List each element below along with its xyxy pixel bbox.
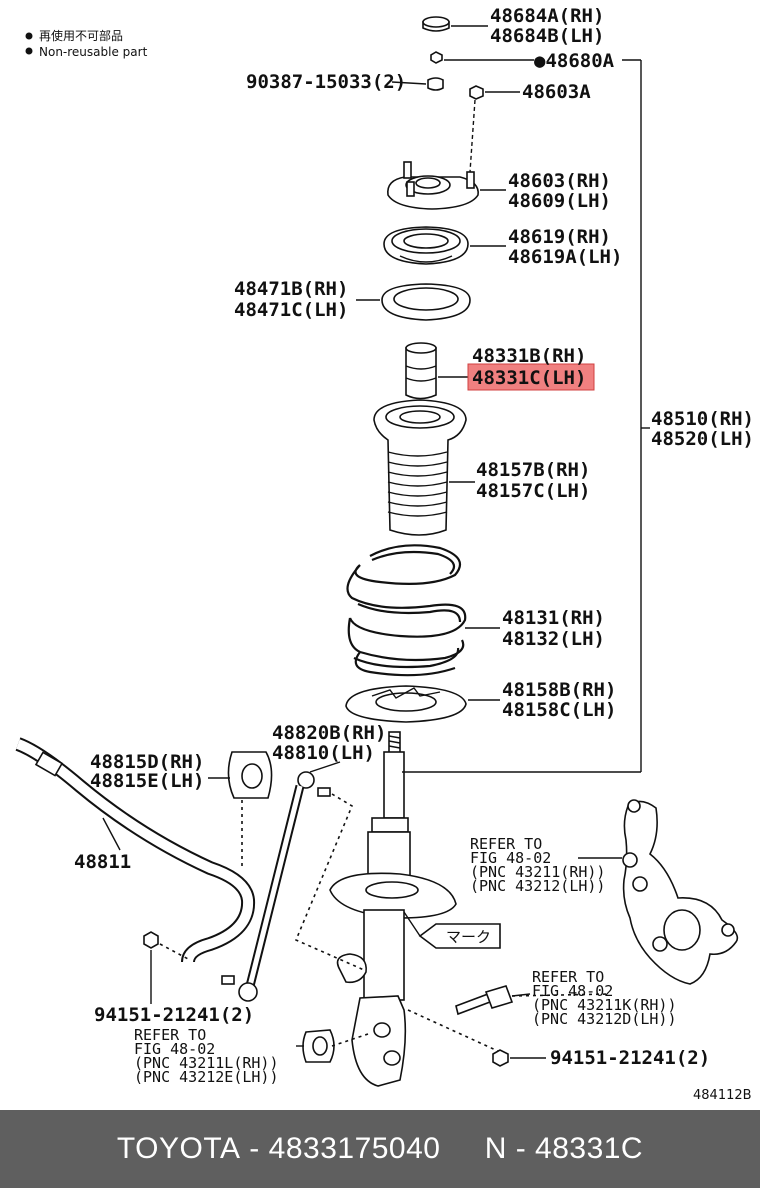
label-48158c: 48158C(LH) bbox=[502, 699, 616, 721]
stabilizer-bar-part bbox=[15, 737, 256, 963]
legend-english: Non-reusable part bbox=[39, 45, 148, 59]
small-nut-part bbox=[469, 85, 520, 173]
label-48603: 48603(RH) bbox=[508, 170, 611, 192]
label-48820b: 48820B(RH) bbox=[272, 722, 386, 744]
label-48684b: 48684B(LH) bbox=[490, 25, 604, 47]
collar-part bbox=[391, 77, 444, 91]
label-48684a: 48684A(RH) bbox=[490, 5, 604, 27]
dust-boot-part bbox=[373, 399, 475, 536]
footer-gap bbox=[441, 1132, 485, 1166]
upper-support-part bbox=[387, 161, 506, 210]
ref3-line1: REFER TO bbox=[134, 1026, 206, 1044]
footer-ref-number: N - 48331C bbox=[484, 1132, 644, 1165]
footer-sep: - bbox=[240, 1132, 269, 1165]
shock-absorber-part bbox=[329, 731, 641, 1087]
label-48331c: 48331C(LH) bbox=[472, 367, 586, 389]
label-94151-left: 94151-21241(2) bbox=[94, 1004, 254, 1026]
part-info-footer: TOYOTA - 4833175040 N - 48331C bbox=[0, 1110, 760, 1188]
label-48811: 48811 bbox=[74, 851, 131, 873]
footer-brand: TOYOTA bbox=[116, 1132, 241, 1165]
label-48331b: 48331B(RH) bbox=[472, 345, 586, 367]
steering-knuckle-part bbox=[578, 799, 739, 985]
label-48609: 48609(LH) bbox=[508, 190, 611, 212]
highlight-box bbox=[467, 363, 595, 391]
mark-tag: マーク bbox=[403, 911, 501, 949]
label-94151-right: 94151-21241(2) bbox=[550, 1047, 710, 1069]
ref1-line3: (PNC 43211(RH)) bbox=[470, 863, 605, 881]
ref1-line4: (PNC 43212(LH)) bbox=[470, 877, 605, 895]
label-48810: 48810(LH) bbox=[272, 742, 375, 764]
bound-stopper-part bbox=[405, 342, 468, 400]
coil-spring-part bbox=[346, 544, 500, 677]
legend-japanese: 再使用不可部品 bbox=[39, 28, 123, 43]
label-48603a: 48603A bbox=[522, 81, 591, 103]
nut-part bbox=[430, 51, 641, 64]
label-48157b: 48157B(RH) bbox=[476, 459, 590, 481]
ref2-line2: FIG 48-02 bbox=[532, 982, 613, 1000]
exploded-suspension-diagram: 再使用不可部品 Non-reusable part bbox=[15, 5, 754, 1103]
legend: 再使用不可部品 Non-reusable part bbox=[25, 28, 148, 59]
assembly-bracket bbox=[640, 60, 650, 772]
cap-part bbox=[422, 16, 488, 32]
label-48815e: 48815E(LH) bbox=[90, 770, 204, 792]
label-48158b: 48158B(RH) bbox=[502, 679, 616, 701]
stabilizer-bushing-part bbox=[208, 751, 273, 866]
label-48131: 48131(RH) bbox=[502, 607, 605, 629]
label-48510: 48510(RH) bbox=[651, 408, 754, 430]
label-48680a: ●48680A bbox=[534, 50, 615, 72]
label-48132: 48132(LH) bbox=[502, 628, 605, 650]
label-48815d: 48815D(RH) bbox=[90, 751, 204, 773]
label-48157c: 48157C(LH) bbox=[476, 480, 590, 502]
lower-insulator-part bbox=[345, 685, 500, 723]
label-48619: 48619(RH) bbox=[508, 226, 611, 248]
label-90387: 90387-15033(2) bbox=[246, 71, 406, 93]
label-48471c: 48471C(LH) bbox=[234, 299, 348, 321]
footer-part-number: 4833175040 bbox=[268, 1132, 441, 1165]
mark-label: マーク bbox=[446, 928, 491, 946]
stabilizer-link-part bbox=[221, 761, 365, 1002]
ref2-line1: REFER TO bbox=[532, 968, 604, 986]
ref3-line3: (PNC 43211L(RH)) bbox=[134, 1054, 279, 1072]
label-48471b: 48471B(RH) bbox=[234, 278, 348, 300]
label-48619a: 48619A(LH) bbox=[508, 246, 622, 268]
bearing-part bbox=[383, 226, 506, 265]
ref1-line2: FIG 48-02 bbox=[470, 849, 551, 867]
ref2-line3: (PNC 43211K(RH)) bbox=[532, 996, 677, 1014]
knuckle-nut-part bbox=[492, 1049, 546, 1067]
stabilizer-nut-part bbox=[143, 931, 191, 1004]
lower-bushing-part bbox=[296, 1029, 369, 1063]
ref3-line2: FIG 48-02 bbox=[134, 1040, 215, 1058]
diagram-id: 484112B bbox=[693, 1088, 752, 1103]
ref1-line1: REFER TO bbox=[470, 835, 542, 853]
spring-seat-insulator-part bbox=[356, 283, 471, 321]
ref2-line4: (PNC 43212D(LH)) bbox=[532, 1010, 677, 1028]
knuckle-bolt-part bbox=[407, 985, 611, 1053]
label-48520: 48520(LH) bbox=[651, 428, 754, 450]
ref3-line4: (PNC 43212E(LH)) bbox=[134, 1068, 279, 1086]
